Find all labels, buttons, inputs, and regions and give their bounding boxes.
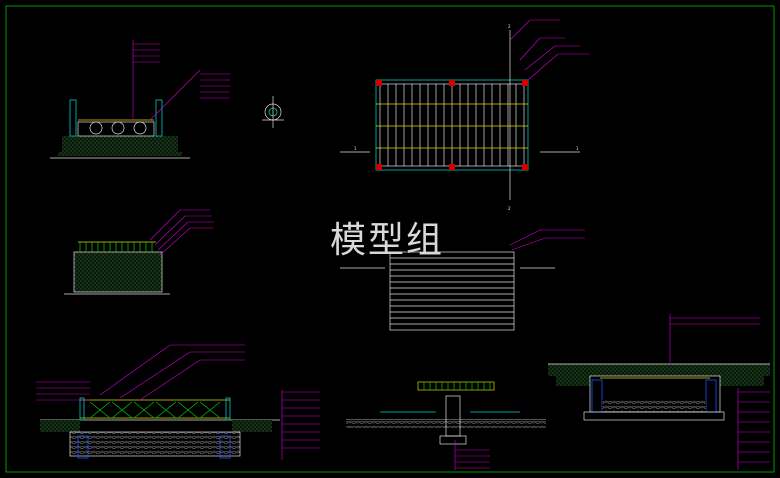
- plan-view-top: [340, 19, 590, 200]
- section-mark-1-right: 1: [576, 146, 579, 151]
- drawing-frame: [5, 5, 775, 473]
- section-detail-top-left: [50, 40, 230, 159]
- section-detail-mid-left: [64, 209, 214, 295]
- watermark-text: 模型组: [330, 220, 444, 261]
- section-mark-2-top: 2: [508, 24, 511, 29]
- section-mark-1-left: 1: [354, 146, 357, 151]
- section-pier-detail: [346, 381, 546, 470]
- plan-view-deck-boards: [340, 229, 585, 331]
- section-mark-2-bottom: 2: [508, 206, 511, 211]
- section-detail-bottom-right: [548, 314, 770, 470]
- detail-round-node: [262, 96, 284, 128]
- section-bridge-elevation: [36, 344, 320, 460]
